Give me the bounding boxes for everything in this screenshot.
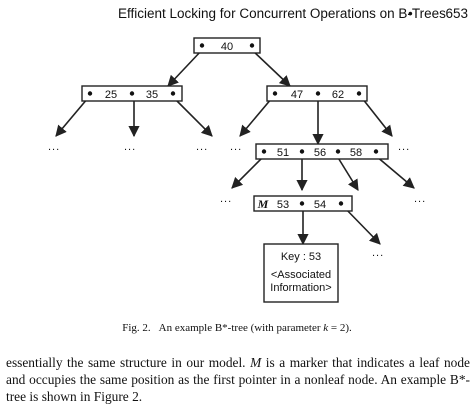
edge-level2-child-3 bbox=[336, 155, 359, 191]
edge-left-child-1 bbox=[55, 97, 89, 137]
level1-left-key-2: 35 bbox=[146, 89, 158, 101]
level1-right-key-2: 62 bbox=[332, 89, 344, 101]
header-bullet: • bbox=[408, 6, 413, 21]
caption-parameter: k bbox=[323, 322, 329, 334]
page-number: 653 bbox=[445, 6, 468, 21]
level2-pointer-4 bbox=[373, 149, 379, 154]
level1-left-pointer-3 bbox=[170, 91, 176, 96]
ellipsis-left-2: ... bbox=[124, 141, 136, 153]
record-key-line: Key : 53 bbox=[281, 251, 321, 263]
level2-pointer-3 bbox=[335, 149, 341, 154]
level1-right-pointer-3 bbox=[356, 91, 362, 96]
level1-right-pointer-2 bbox=[315, 91, 321, 96]
edge-level2-child-4 bbox=[375, 155, 415, 189]
body-text-part1: essentially the same structure in our mo… bbox=[6, 355, 251, 370]
running-title: Efficient Locking for Concurrent Operati… bbox=[118, 6, 446, 21]
edge-left-child-3 bbox=[173, 97, 213, 137]
level1-left-pointer-1 bbox=[87, 91, 93, 96]
edge-right-child-1 bbox=[239, 97, 273, 137]
leaf-node: M 53 54 bbox=[253, 195, 353, 212]
body-marker: M bbox=[250, 355, 262, 370]
level1-left-key-1: 25 bbox=[105, 89, 117, 101]
root-pointer-left bbox=[199, 43, 205, 48]
level1-right-node: 47 62 bbox=[266, 85, 368, 102]
edge-root-to-right bbox=[251, 49, 291, 87]
record-info-line-2: Information> bbox=[270, 282, 331, 294]
ellipsis-right-1: ... bbox=[230, 141, 242, 153]
caption-text-before: An example B*-tree (with parameter bbox=[158, 322, 324, 334]
level2-pointer-2 bbox=[299, 149, 305, 154]
level1-right-pointer-1 bbox=[272, 91, 278, 96]
leaf-marker: M bbox=[257, 197, 269, 211]
ellipsis-right-3: ... bbox=[398, 141, 410, 153]
level2-node-box bbox=[255, 143, 389, 160]
running-header: Efficient Locking for Concurrent Operati… bbox=[118, 6, 468, 26]
level2-key-3: 58 bbox=[350, 147, 362, 159]
caption-label: Fig. 2. bbox=[122, 322, 151, 334]
level2-key-2: 56 bbox=[314, 147, 326, 159]
level1-left-pointer-2 bbox=[129, 91, 135, 96]
edge-root-to-left bbox=[167, 49, 203, 87]
ellipsis-left-1: ... bbox=[48, 141, 60, 153]
body-paragraph: essentially the same structure in our mo… bbox=[6, 354, 470, 405]
root-node-box bbox=[193, 37, 261, 54]
figure-caption: Fig. 2. An example B*-tree (with paramete… bbox=[0, 322, 474, 334]
tree-edges bbox=[55, 49, 415, 246]
edge-right-child-3 bbox=[361, 97, 393, 137]
btree-figure: 40 25 35 47 62 51 56 58 M 53 54 bbox=[48, 37, 426, 303]
record-box-border bbox=[263, 243, 339, 303]
leaf-key-1: 53 bbox=[277, 199, 289, 211]
level1-right-key-1: 47 bbox=[291, 89, 303, 101]
body-text-part2: is a marker that indicates a leaf node a… bbox=[6, 355, 470, 404]
leaf-pointer-1 bbox=[299, 201, 305, 206]
level1-left-node: 25 35 bbox=[81, 85, 183, 102]
record-info-line-1: <Associated bbox=[271, 269, 331, 281]
ellipsis-level2-4: ... bbox=[414, 193, 426, 205]
ellipsis-level2-1: ... bbox=[220, 193, 232, 205]
leaf-pointer-2 bbox=[338, 201, 344, 206]
root-pointer-right bbox=[249, 43, 255, 48]
ellipsis-group: ... ... ... ... ... ... ... ... bbox=[48, 141, 426, 259]
level2-pointer-1 bbox=[261, 149, 267, 154]
caption-text-after: = 2). bbox=[328, 322, 352, 334]
edge-level2-child-1 bbox=[231, 155, 265, 189]
level2-key-1: 51 bbox=[277, 147, 289, 159]
level2-node: 51 56 58 bbox=[255, 143, 389, 160]
root-key-1: 40 bbox=[221, 41, 233, 53]
leaf-key-2: 54 bbox=[314, 199, 326, 211]
root-node: 40 bbox=[193, 37, 261, 54]
ellipsis-left-3: ... bbox=[196, 141, 208, 153]
ellipsis-leaf-next: ... bbox=[372, 247, 384, 259]
record-box: Key : 53 <Associated Information> bbox=[263, 243, 339, 303]
